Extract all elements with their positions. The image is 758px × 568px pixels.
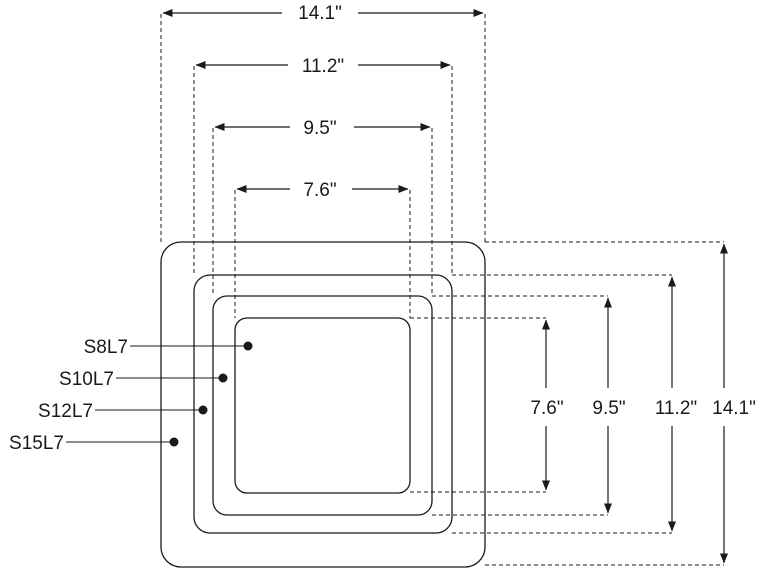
height-9-label: 9.5" — [592, 398, 625, 419]
width-14-label: 14.1" — [298, 3, 342, 24]
callout-dot-s10 — [218, 373, 228, 383]
height-14-label: 14.1" — [712, 398, 756, 419]
model-label-s15: S15L7 — [9, 433, 64, 454]
square-15 — [160, 241, 486, 568]
height-11-label: 11.2" — [655, 398, 697, 419]
width-extension-lines — [160, 14, 486, 318]
width-9-dimension: 9.5" — [214, 118, 431, 139]
callout-s8: S8L7 — [84, 337, 253, 358]
height-9-dimension: 9.5" — [592, 297, 626, 514]
callout-s15: S15L7 — [9, 433, 179, 454]
width-14-dimension: 14.1" — [162, 3, 484, 24]
square-12 — [193, 274, 453, 534]
width-7-label: 7.6" — [303, 180, 336, 201]
callout-dot-s15 — [169, 437, 179, 447]
callout-s12: S12L7 — [38, 401, 208, 422]
width-9-label: 9.5" — [303, 118, 336, 139]
height-extension-lines — [410, 241, 724, 566]
model-label-s10: S10L7 — [59, 369, 114, 390]
square-8 — [234, 317, 411, 494]
model-label-s8: S8L7 — [84, 337, 128, 358]
callout-dot-s12 — [198, 405, 208, 415]
callout-s10: S10L7 — [59, 369, 228, 390]
callout-dot-s8 — [243, 341, 253, 351]
width-11-label: 11.2" — [302, 56, 344, 77]
square-10 — [212, 295, 433, 516]
model-label-s12: S12L7 — [38, 401, 93, 422]
width-11-dimension: 11.2" — [195, 56, 451, 77]
height-7-dimension: 7.6" — [530, 319, 564, 491]
height-11-dimension: 11.2" — [655, 276, 697, 532]
height-7-label: 7.6" — [530, 398, 563, 419]
width-7-dimension: 7.6" — [236, 180, 409, 201]
height-14-dimension: 14.1" — [712, 243, 756, 564]
